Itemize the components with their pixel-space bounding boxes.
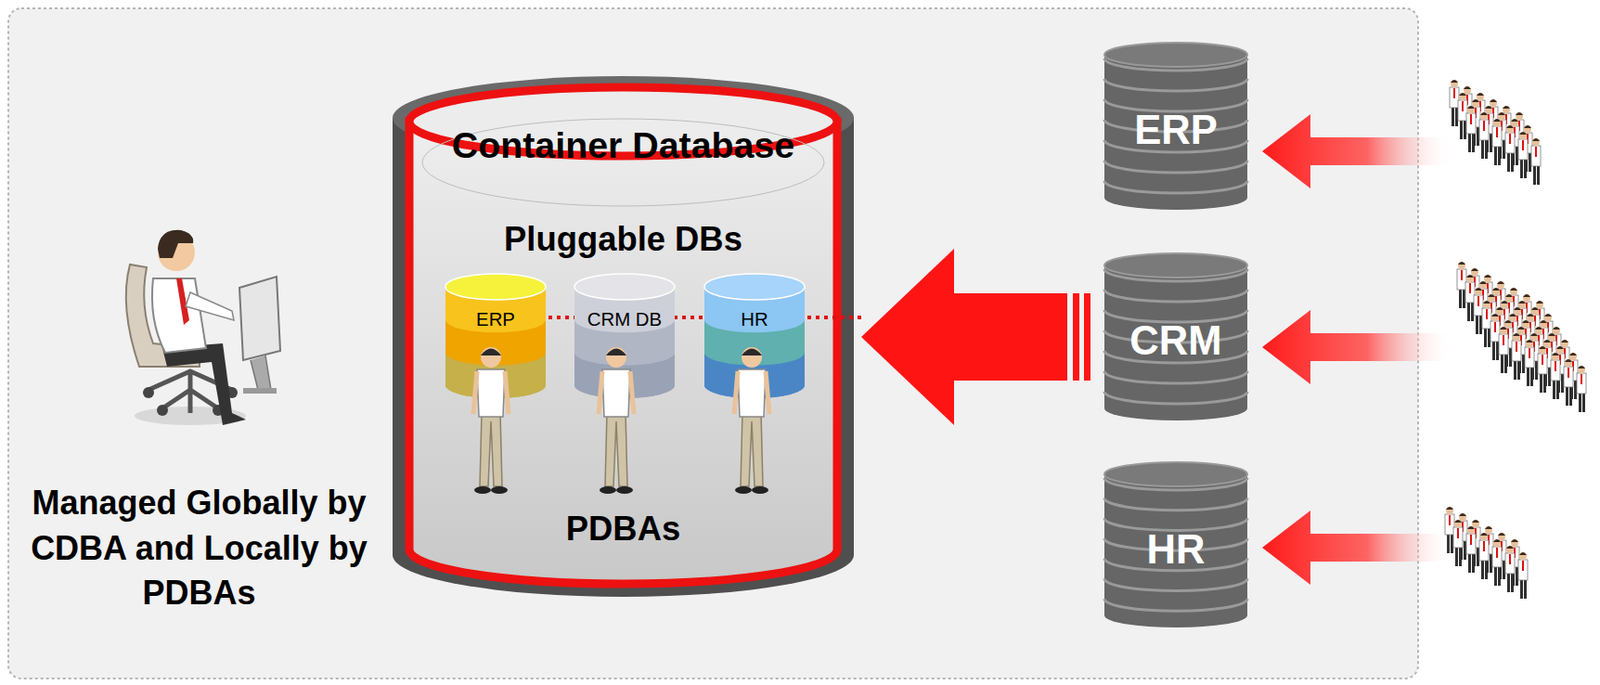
pluggable-database: HR [704, 273, 805, 399]
node-text: CRM DB [574, 309, 675, 331]
node-text: Pluggable DBs [392, 219, 854, 259]
node-text: HR [1104, 526, 1248, 573]
database-stack: CRM [1104, 253, 1248, 421]
database-stack: HR [1104, 462, 1248, 628]
pluggable-database: ERP [445, 273, 546, 399]
pluggable-database: CRM DB [574, 273, 675, 399]
cdba-figure [126, 230, 281, 426]
cylinder-shape [445, 273, 546, 399]
background-panel [8, 8, 1419, 679]
migration-arrow [861, 248, 1091, 426]
node-text: ERP [445, 309, 546, 331]
node-text: PDBAs [392, 509, 854, 549]
node-text: Container Database [392, 124, 854, 167]
database-stack: ERP [1104, 42, 1248, 210]
cylinder-shape [704, 273, 805, 399]
cylinder-shape [574, 273, 675, 399]
container-database: Container DatabasePluggable DBsPDBAs ERP C… [392, 76, 854, 597]
user-arrows [1262, 114, 1453, 585]
user-crowds [1445, 79, 1587, 599]
management-label: Managed Globally by CDBA and Locally by … [20, 480, 378, 617]
node-text: CRM [1104, 317, 1248, 364]
node-text: ERP [1104, 106, 1248, 154]
node-text: HR [704, 309, 805, 331]
